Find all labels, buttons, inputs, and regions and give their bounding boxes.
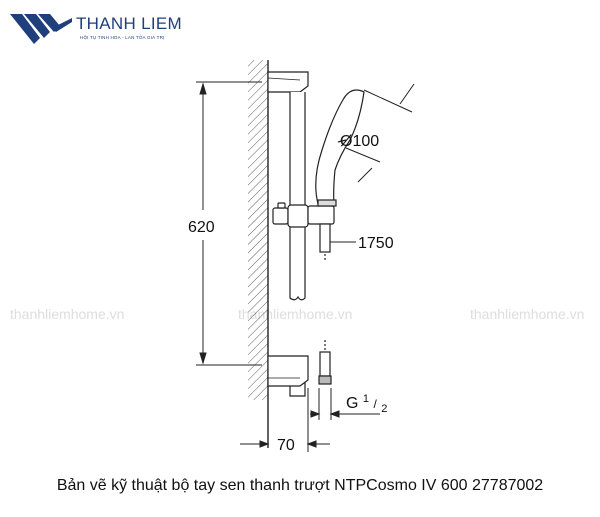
brand-logo: THANH LIEM HỘI TỤ TINH HOA - LAN TỎA GIÁ… — [10, 10, 210, 50]
bottom-wall-bracket — [267, 355, 309, 387]
height-dimension — [196, 81, 262, 366]
connection-dimension — [310, 388, 380, 420]
slide-rail — [289, 92, 306, 397]
caption: Bản vẽ kỹ thuật bộ tay sen thanh trượt N… — [56, 477, 544, 494]
offset-label: 70 — [277, 437, 295, 454]
watermark: thanhliemhome.vn — [470, 306, 585, 322]
offset-dimension — [240, 388, 330, 452]
technical-drawing: 620 Ø100 1750 G 1 / 2 70 — [188, 60, 415, 454]
slider-holder — [272, 202, 335, 228]
height-label: 620 — [188, 219, 215, 236]
brand-tagline: HỘI TỤ TINH HOA - LAN TỎA GIÁ TRỊ — [80, 35, 165, 40]
hose — [318, 223, 332, 385]
brand-name: THANH LIEM — [76, 14, 182, 33]
diameter-dimension — [345, 83, 415, 183]
top-wall-bracket — [267, 71, 309, 93]
hand-shower — [315, 89, 365, 207]
diameter-label: Ø100 — [340, 133, 379, 150]
hose-length-label: 1750 — [358, 235, 394, 252]
brand-logo-mark-icon — [10, 14, 72, 44]
wall — [248, 60, 269, 448]
watermark: thanhliemhome.vn — [10, 306, 125, 322]
connection-label: G 1 / 2 — [346, 389, 387, 415]
